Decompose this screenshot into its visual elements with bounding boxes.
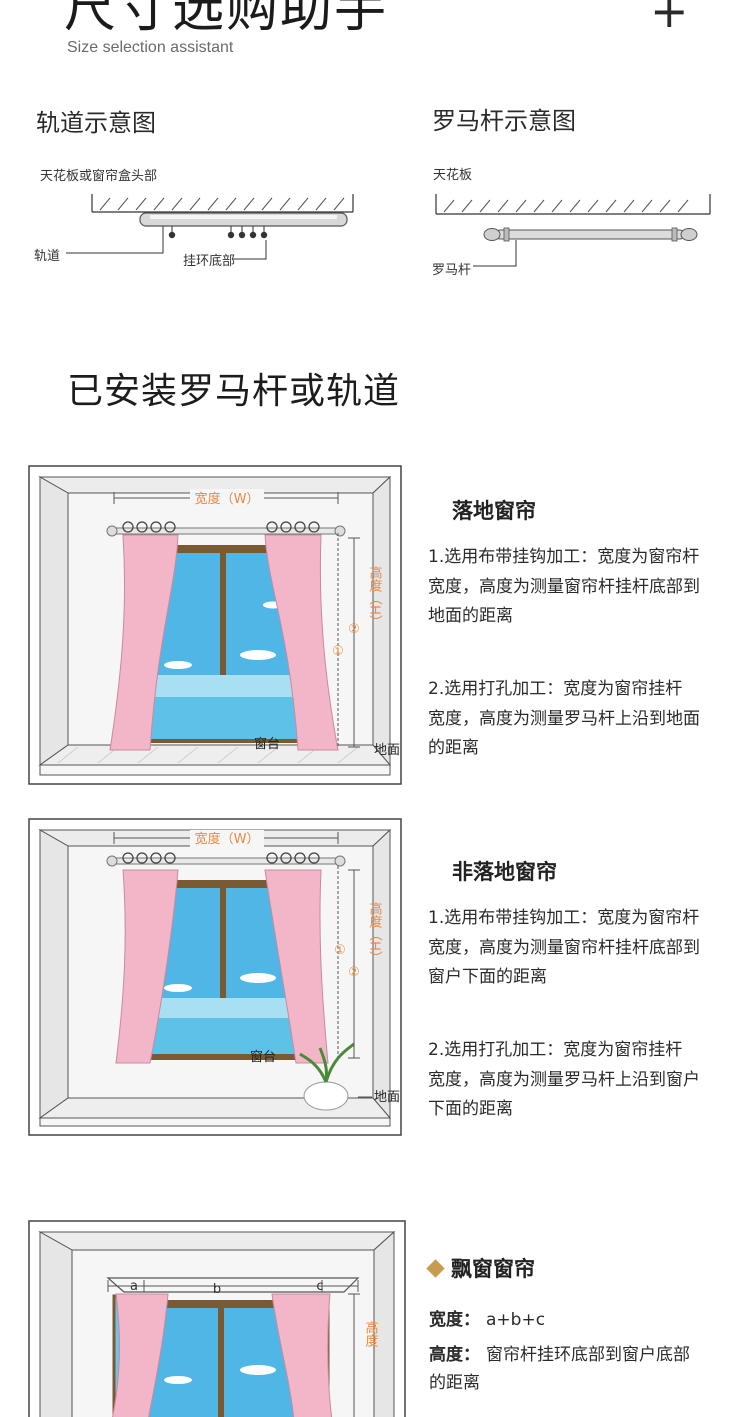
non-floor-item-2: 2.选用打孔加工：宽度为窗帘挂杆 宽度，高度为测量罗马杆上沿到窗户 下面的距离 — [428, 1036, 733, 1125]
bay-height-value: 窗帘杆挂环底部到窗户底部 — [486, 1345, 690, 1365]
non-floor-item-2-line-3: 下面的距离 — [428, 1099, 513, 1119]
bay-window-illustration: a b c 高度 — [28, 1220, 406, 1417]
floor-item-1: 1.选用布带挂钩加工：宽度为窗帘杆 宽度，高度为测量窗帘杆挂杆底部到 地面的距离 — [428, 543, 733, 632]
bay-width-key: 宽度： — [429, 1310, 480, 1330]
bay-window-title: 飘窗窗帘 — [426, 1253, 535, 1283]
floor-item-2-line-1: 2.选用打孔加工：宽度为窗帘挂杆 — [428, 679, 683, 699]
bay-b-label: b — [213, 1282, 221, 1297]
sill-label-2: 窗台 — [250, 1049, 276, 1065]
non-floor-item-2-line-1: 2.选用打孔加工：宽度为窗帘挂杆 — [428, 1040, 683, 1060]
circle-two-label-2: ② — [348, 965, 360, 980]
circle-two-label: ② — [348, 622, 360, 637]
bay-window-title-text: 飘窗窗帘 — [451, 1257, 535, 1281]
rod-label: 罗马杆 — [432, 263, 472, 278]
track-ceiling-label: 天花板或窗帘盒头部 — [40, 169, 158, 184]
non-floor-item-1: 1.选用布带挂钩加工：宽度为窗帘杆 宽度，高度为测量窗帘杆挂杆底部到 窗户下面的… — [428, 904, 733, 993]
non-floor-item-1-line-3: 窗户下面的距离 — [428, 967, 547, 987]
non-floor-item-1-line-2: 宽度，高度为测量窗帘杆挂杆底部到 — [428, 937, 700, 958]
floor-item-1-line-1: 1.选用布带挂钩加工：宽度为窗帘杆 — [428, 547, 700, 567]
circle-one-label-2: ① — [334, 943, 346, 958]
track-label: 轨道 — [34, 249, 61, 264]
sill-label: 窗台 — [254, 736, 280, 752]
non-floor-curtain-illustration: 宽度（W） 高度（H） ① ② 窗台 地面 — [28, 818, 402, 1136]
page-title: 尺寸选购助手 — [64, 0, 389, 39]
floor-item-2-line-3: 的距离 — [428, 738, 479, 758]
bay-c-label: c — [316, 1279, 323, 1294]
page-subtitle: Size selection assistant — [67, 39, 234, 56]
height-label-2: 高度（H） — [367, 902, 383, 964]
installed-heading: 已安装罗马杆或轨道 — [67, 371, 401, 412]
floor-item-2-line-2: 宽度，高度为测量罗马杆上沿到地面 — [428, 708, 700, 729]
bay-height-key: 高度： — [429, 1345, 480, 1365]
rod-ceiling-label: 天花板 — [433, 168, 473, 183]
floor-item-1-line-3: 地面的距离 — [428, 606, 513, 626]
width-label: 宽度（W） — [195, 491, 260, 507]
bay-width-value: a+b+c — [486, 1310, 546, 1330]
bay-a-label: a — [130, 1279, 138, 1294]
bay-height-line-2: 的距离 — [429, 1373, 480, 1393]
ring-bottom-label: 挂环底部 — [183, 254, 236, 269]
track-diagram-title: 轨道示意图 — [36, 109, 156, 137]
rod-diagram — [435, 194, 711, 267]
floor-curtain-illustration: 宽度（W） 高度（H） ② ① 窗台 地面 — [28, 465, 402, 785]
floor-label: 地面 — [374, 743, 400, 758]
diamond-icon — [426, 1259, 445, 1278]
track-diagram — [66, 194, 354, 260]
non-floor-item-1-line-1: 1.选用布带挂钩加工：宽度为窗帘杆 — [428, 908, 700, 928]
non-floor-curtain-title: 非落地窗帘 — [452, 860, 557, 884]
bay-height-label: 高度 — [363, 1320, 379, 1347]
floor-curtain-title: 落地窗帘 — [452, 499, 536, 523]
non-floor-item-2-line-2: 宽度，高度为测量罗马杆上沿到窗户 — [428, 1069, 700, 1090]
height-label: 高度（H） — [367, 566, 383, 628]
floor-item-1-line-2: 宽度，高度为测量窗帘杆挂杆底部到 — [428, 576, 700, 597]
floor-item-2: 2.选用打孔加工：宽度为窗帘挂杆 宽度，高度为测量罗马杆上沿到地面 的距离 — [428, 675, 733, 764]
circle-one-label: ① — [332, 644, 344, 659]
width-label-2: 宽度（W） — [195, 831, 260, 847]
floor-label-2: 地面 — [374, 1090, 400, 1105]
plus-icon[interactable]: + — [650, 0, 689, 38]
bay-width-line: 宽度： a+b+c — [429, 1305, 545, 1330]
rod-diagram-title: 罗马杆示意图 — [432, 107, 576, 135]
bay-height-line: 高度： 窗帘杆挂环底部到窗户底部 — [429, 1340, 690, 1365]
